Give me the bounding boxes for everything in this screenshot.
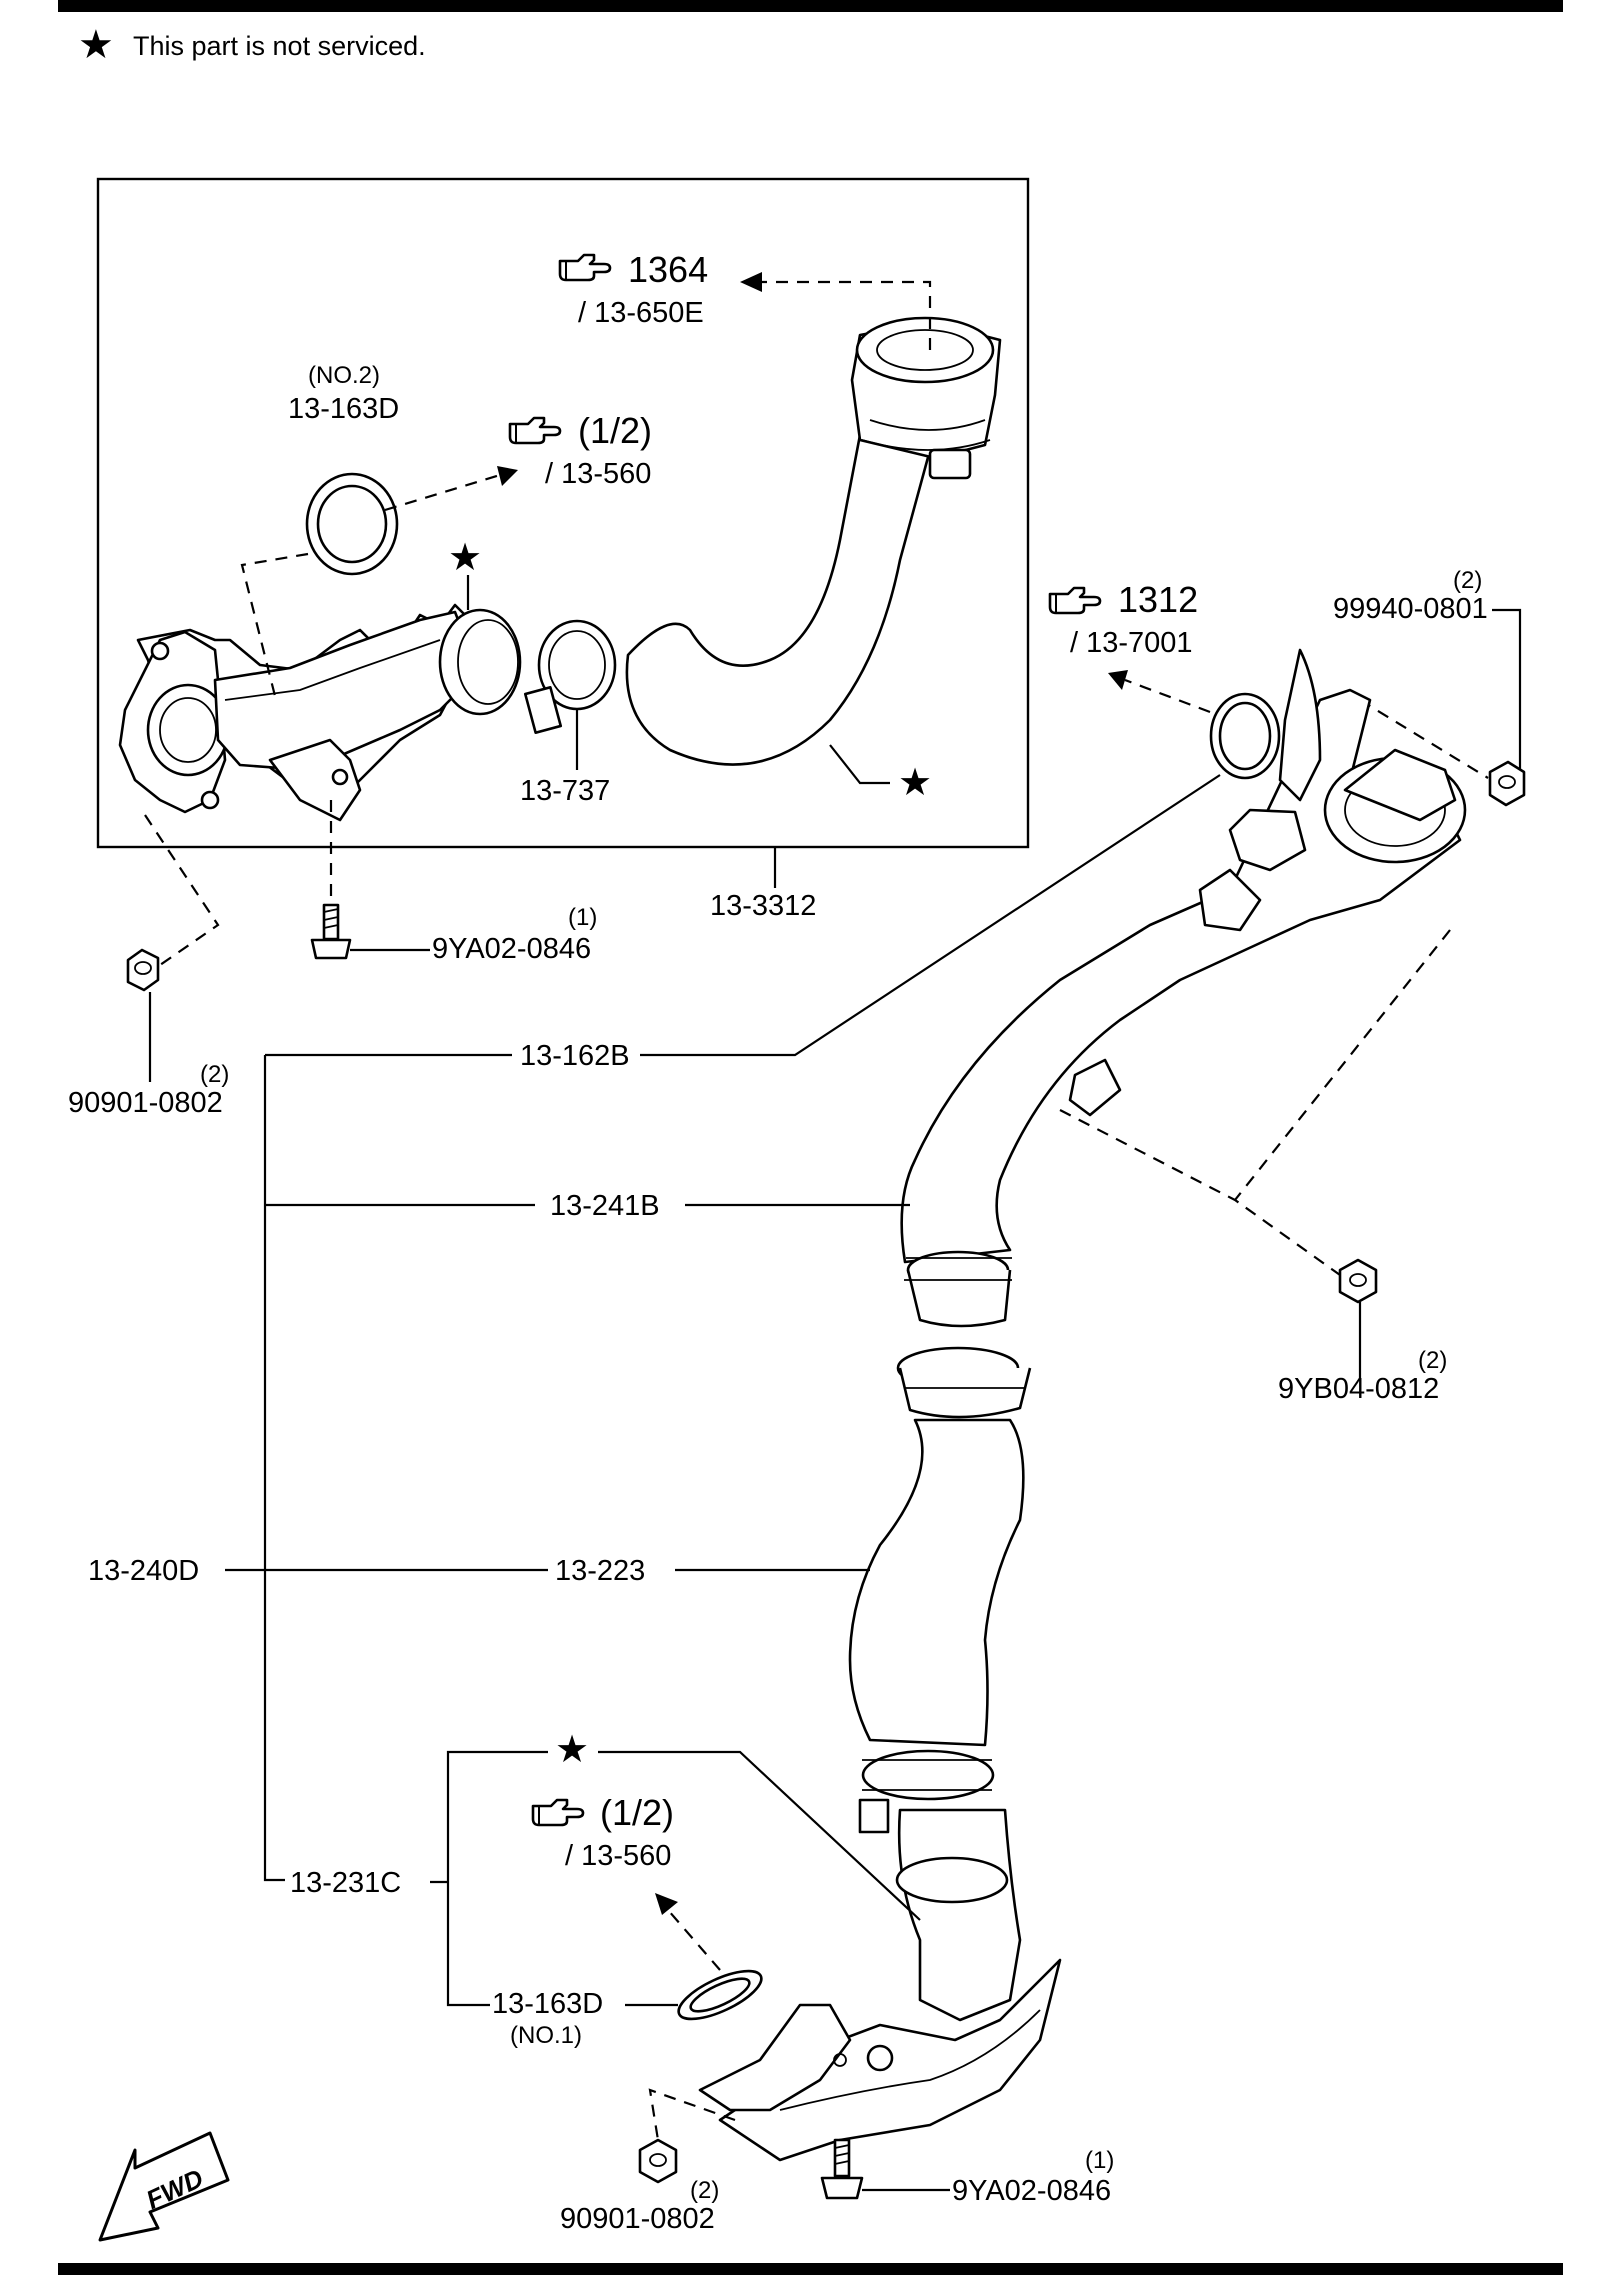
part-13-223-code: 13-223	[555, 1555, 645, 1587]
nut-part-bottom	[638, 2138, 678, 2184]
star-marker-icon: ★	[448, 537, 482, 579]
part-9YA02-0846-bottom-code: 9YA02-0846	[952, 2175, 1111, 2207]
arrow-12-bottom	[655, 1893, 678, 1915]
arrow-12-top	[497, 466, 518, 486]
part-13-240D-code: 13-240D	[88, 1555, 199, 1587]
intercooler-hose-lower	[848, 1346, 1032, 1834]
upper-hose-part	[625, 316, 1002, 766]
part-13-3312-code: 13-3312	[710, 890, 816, 922]
outlet-pipe-lower	[698, 1808, 1062, 2162]
part-90901-0802-left-code: 90901-0802	[68, 1087, 223, 1119]
part-9YB04-0812-code: 9YB04-0812	[1278, 1373, 1439, 1405]
part-13-737-code: 13-737	[520, 775, 610, 807]
leader-star-bottom	[598, 1750, 921, 1921]
leader-nut-right-top	[1359, 699, 1489, 779]
part-9YA02-0846-top-qty: (1)	[568, 904, 597, 931]
pointing-hand-icon	[508, 416, 562, 445]
ref-12-bottom-sub: / 13-560	[565, 1840, 671, 1872]
part-9YA02-0846-top-code: 9YA02-0846	[432, 933, 591, 965]
nut-part-right-top	[1488, 760, 1526, 807]
part-13-163D-bottom-note: (NO.1)	[510, 2022, 582, 2049]
arrow-1312	[1108, 670, 1128, 690]
leader-12-top	[384, 473, 501, 512]
part-13-163D-bottom-code: 13-163D	[492, 1988, 603, 2020]
part-13-163D-top-code: 13-163D	[288, 393, 399, 425]
subassembly-box	[96, 177, 1030, 849]
leader-nut-bottom	[648, 2088, 736, 2141]
pointing-hand-icon	[1048, 586, 1102, 615]
gasket-ring-bottom	[677, 1969, 763, 2021]
bottom-border	[58, 2263, 1563, 2275]
bracket-13-240D	[263, 1055, 285, 1882]
ref-12-bottom-num: (1/2)	[600, 1792, 674, 1833]
part-13-231C-code: 13-231C	[290, 1867, 401, 1899]
part-90901-0802-left-qty: (2)	[200, 1061, 229, 1088]
hose-clamp-part	[523, 619, 617, 734]
leader-star-hose	[829, 744, 890, 785]
legend-text: This part is not serviced.	[133, 31, 426, 61]
star-marker-icon: ★	[898, 762, 932, 804]
ref-12-top-num: (1/2)	[578, 410, 652, 451]
part-13-163D-top-note: (NO.2)	[308, 362, 380, 389]
part-99940-0801-qty: (2)	[1453, 567, 1482, 594]
ref-1364-num: 1364	[628, 249, 708, 290]
leader-bracket-dash	[1059, 929, 1451, 1276]
part-99940-0801-code: 99940-0801	[1333, 593, 1488, 625]
gasket-ring-top	[305, 472, 399, 576]
flange-pipe-part	[118, 603, 522, 822]
leader-gasket-to-flange	[240, 552, 309, 701]
leader-99940	[1492, 608, 1522, 770]
legend-star-icon: ★	[78, 23, 114, 67]
part-90901-0802-bottom-code: 90901-0802	[560, 2203, 715, 2235]
star-marker-icon: ★	[555, 1729, 589, 1771]
leader-1312	[1124, 678, 1211, 714]
nut-part-right-mid	[1338, 1258, 1378, 1304]
nut-part-left	[126, 948, 160, 992]
leader-1364	[760, 280, 932, 350]
part-9YA02-0846-bottom-qty: (1)	[1085, 2147, 1114, 2174]
bolt-part-top	[310, 903, 352, 960]
ref-1364-sub: / 13-650E	[578, 297, 704, 329]
intercooler-pipe-upper	[900, 648, 1467, 1328]
part-90901-0802-bottom-qty: (2)	[690, 2177, 719, 2204]
ref-12-top-sub: / 13-560	[545, 458, 651, 490]
leader-12-bottom	[667, 1909, 721, 1971]
leader-13-162B	[640, 774, 1221, 1057]
fwd-arrow-icon: FWD	[98, 2131, 230, 2242]
bracket-13-231C	[446, 1750, 548, 2007]
ref-1312-sub: / 13-7001	[1070, 627, 1193, 659]
part-13-162B-code: 13-162B	[520, 1040, 630, 1072]
pointing-hand-icon	[558, 253, 612, 282]
part-9YB04-0812-qty: (2)	[1418, 1347, 1447, 1374]
ref-1312-num: 1312	[1118, 579, 1198, 620]
top-border	[58, 0, 1563, 12]
part-13-241B-code: 13-241B	[550, 1190, 660, 1222]
arrow-1364	[740, 272, 762, 292]
leader-nut-left	[144, 814, 220, 966]
pointing-hand-icon	[531, 1798, 585, 1827]
gasket-ring-right	[1209, 692, 1281, 780]
bolt-part-bottom	[820, 2138, 864, 2200]
